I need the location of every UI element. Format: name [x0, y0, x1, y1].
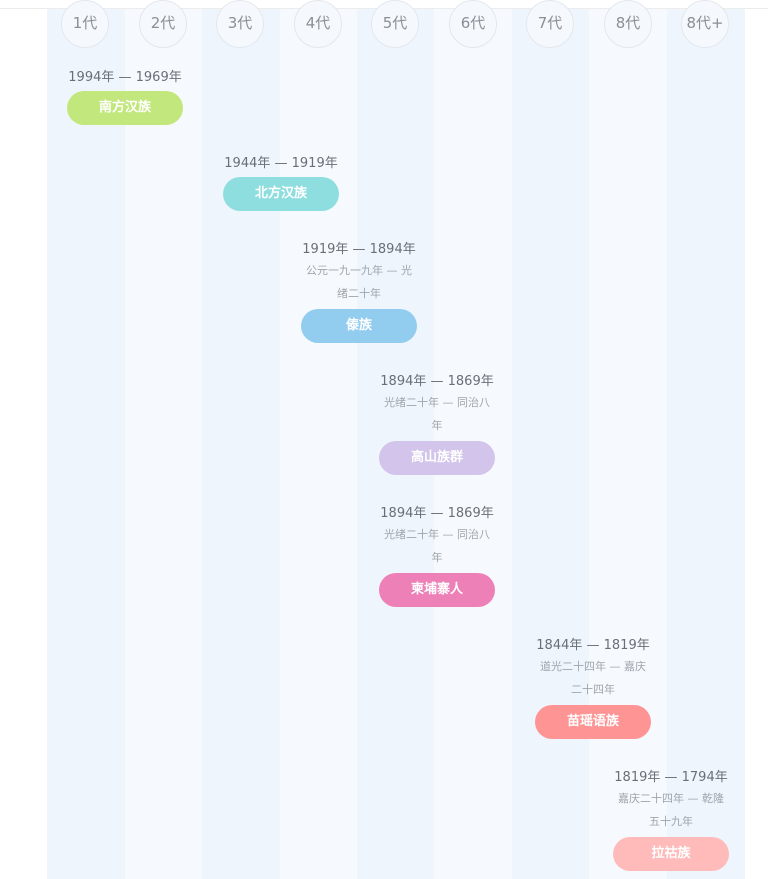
generation-badge[interactable]: 4代 [294, 0, 342, 48]
generation-column-4 [280, 9, 358, 879]
year-range: 1819年 — 1794年 [614, 770, 728, 785]
ancestry-entry: 1894年 — 1869年 光绪二十年 — 同治八年 高山族群 [379, 373, 495, 475]
ethnicity-pill[interactable]: 苗瑶语族 [535, 705, 651, 739]
year-range: 1994年 — 1969年 [68, 70, 182, 85]
ancestry-entry: 1819年 — 1794年 嘉庆二十四年 — 乾隆五十九年 拉祜族 [613, 769, 729, 871]
ancestry-entry: 1919年 — 1894年 公元一九一九年 — 光绪二十年 傣族 [301, 241, 417, 343]
generation-column-7 [512, 9, 590, 879]
generation-badge[interactable]: 5代 [371, 0, 419, 48]
generation-badge[interactable]: 6代 [449, 0, 497, 48]
ethnicity-pill[interactable]: 南方汉族 [67, 91, 183, 125]
reign-period: 公元一九一九年 — 光绪二十年 [306, 264, 412, 300]
year-range: 1844年 — 1819年 [536, 638, 650, 653]
year-range: 1919年 — 1894年 [302, 242, 416, 257]
reign-period: 嘉庆二十四年 — 乾隆五十九年 [618, 792, 724, 828]
ethnicity-pill[interactable]: 傣族 [301, 309, 417, 343]
year-range: 1894年 — 1869年 [380, 374, 494, 389]
reign-period: 光绪二十年 — 同治八年 [384, 396, 490, 432]
generation-column-2 [125, 9, 203, 879]
ancestry-entry: 1844年 — 1819年 道光二十四年 — 嘉庆二十四年 苗瑶语族 [535, 637, 651, 739]
generation-badge[interactable]: 8代+ [681, 0, 729, 48]
year-range: 1944年 — 1919年 [224, 156, 338, 171]
ethnicity-pill[interactable]: 北方汉族 [223, 177, 339, 211]
year-range: 1894年 — 1869年 [380, 506, 494, 521]
generation-badge[interactable]: 8代 [604, 0, 652, 48]
ethnicity-pill[interactable]: 柬埔寨人 [379, 573, 495, 607]
ancestry-entry: 1994年 — 1969年 南方汉族 [67, 69, 183, 125]
generation-column-8plus [667, 9, 745, 879]
ethnicity-pill[interactable]: 高山族群 [379, 441, 495, 475]
generation-badge[interactable]: 1代 [61, 0, 109, 48]
generation-badge[interactable]: 3代 [216, 0, 264, 48]
generation-column-3 [202, 9, 280, 879]
generation-column-8 [589, 9, 667, 879]
generation-badge[interactable]: 7代 [526, 0, 574, 48]
generation-badge[interactable]: 2代 [139, 0, 187, 48]
reign-period: 光绪二十年 — 同治八年 [384, 528, 490, 564]
reign-period: 道光二十四年 — 嘉庆二十四年 [540, 660, 646, 696]
ancestry-entry: 1944年 — 1919年 北方汉族 [223, 155, 339, 211]
generation-column-1 [47, 9, 125, 879]
ethnicity-pill[interactable]: 拉祜族 [613, 837, 729, 871]
ancestry-entry: 1894年 — 1869年 光绪二十年 — 同治八年 柬埔寨人 [379, 505, 495, 607]
